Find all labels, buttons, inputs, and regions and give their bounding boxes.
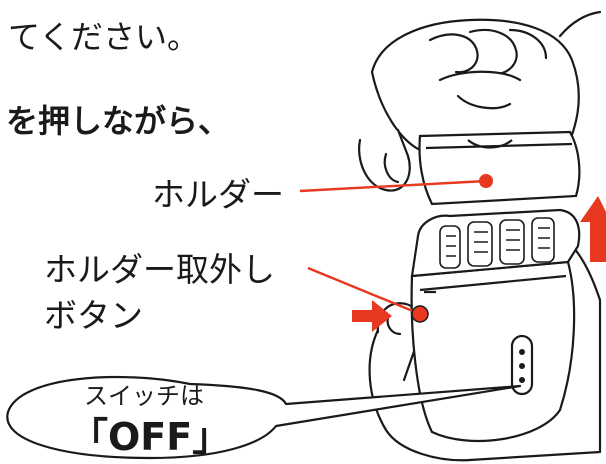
instruction-line-2: を押しながら、	[6, 102, 231, 140]
holder-shape	[418, 130, 581, 206]
upper-hand	[358, 10, 602, 192]
bubble-text-off: 「OFF」	[70, 415, 231, 459]
lift-arrow	[580, 196, 606, 262]
release-button-label-line-1: ホルダー取外し	[44, 250, 275, 289]
holder-label: ホルダー	[152, 175, 284, 214]
speech-bubble	[6, 375, 522, 460]
release-button-label-line-2: ボタン	[44, 296, 143, 335]
bubble-text-switch: スイッチは	[84, 382, 204, 410]
push-arrow	[352, 300, 392, 332]
instruction-line-1: てください。	[8, 18, 200, 56]
release-button-callout	[307, 266, 429, 323]
epilator-body	[410, 208, 581, 442]
holder-callout	[299, 174, 493, 193]
